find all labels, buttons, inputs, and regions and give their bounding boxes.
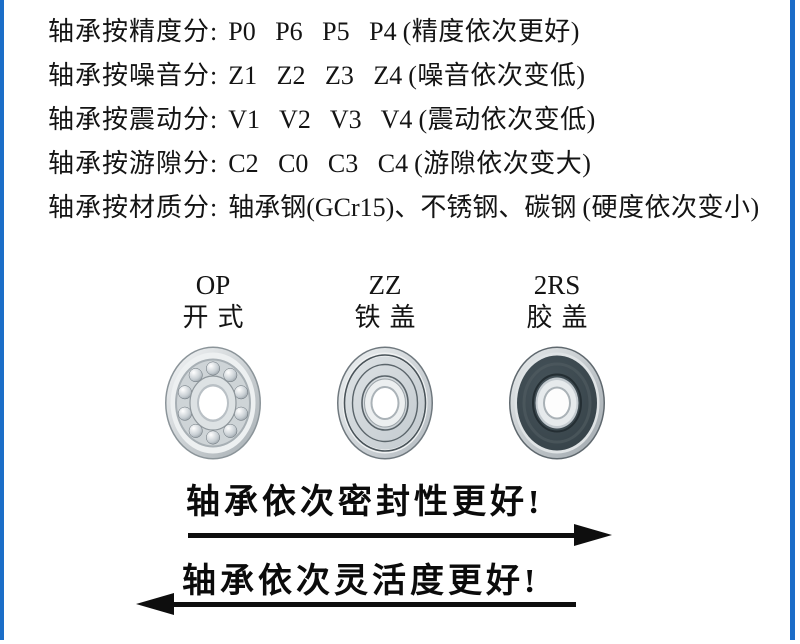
- sealing-annotation-text: 轴承依次密封性更好!: [186, 484, 544, 521]
- sealed-bearing-image: [509, 346, 605, 460]
- bearing-column-metal-shield: ZZ 铁盖: [317, 270, 453, 467]
- left-arrow: [136, 593, 576, 617]
- classification-row-precision: 轴承按精度分: P0 P6 P5 P4(精度依次更好): [48, 10, 780, 54]
- classification-row-vibration: 轴承按震动分: V1 V2 V3 V4(震动依次变低): [48, 98, 780, 142]
- flexibility-annotation-text: 轴承依次灵活度更好!: [182, 563, 540, 600]
- bearing-name-label: 开式: [182, 303, 253, 332]
- classification-codes: V1 V2 V3 V4: [228, 105, 413, 134]
- bearing-name-label: 铁盖: [354, 303, 425, 332]
- classification-codes: 轴承钢(GCr15)、不锈钢、碳钢: [228, 193, 577, 222]
- classification-note: (精度依次更好): [402, 17, 580, 46]
- bearing-column-rubber-seal: 2RS 胶盖: [489, 270, 625, 467]
- classification-label: 轴承按噪音分:: [48, 61, 219, 90]
- bearing-column-open: OP 开式: [145, 270, 281, 467]
- open-bearing-image: [165, 346, 261, 460]
- classification-codes: Z1 Z2 Z3 Z4: [228, 61, 403, 90]
- classification-label: 轴承按精度分:: [48, 17, 219, 46]
- classification-label: 轴承按游隙分:: [48, 149, 219, 178]
- classification-row-clearance: 轴承按游隙分: C2 C0 C3 C4(游隙依次变大): [48, 142, 780, 186]
- classification-codes: C2 C0 C3 C4: [228, 149, 409, 178]
- right-arrow-shaft: [188, 533, 578, 538]
- classification-row-material: 轴承按材质分: 轴承钢(GCr15)、不锈钢、碳钢(硬度依次变小): [48, 186, 780, 230]
- left-arrow-head-icon: [136, 593, 174, 615]
- classification-row-noise: 轴承按噪音分: Z1 Z2 Z3 Z4(噪音依次变低): [48, 54, 780, 98]
- classification-label: 轴承按材质分:: [48, 193, 219, 222]
- bearing-code-label: 2RS: [533, 270, 581, 300]
- classification-note: (游隙依次变大): [414, 149, 592, 178]
- classification-note: (硬度依次变小): [582, 193, 760, 222]
- left-border-bar: [0, 0, 4, 640]
- classification-label: 轴承按震动分:: [48, 105, 219, 134]
- left-arrow-shaft: [170, 602, 576, 607]
- classification-note: (震动依次变低): [418, 105, 596, 134]
- classification-codes: P0 P6 P5 P4: [228, 17, 397, 46]
- right-arrow: [188, 524, 612, 548]
- bearing-code-label: ZZ: [368, 270, 402, 300]
- bearing-code-label: OP: [195, 270, 231, 300]
- right-border-bar: [790, 0, 795, 640]
- classification-note: (噪音依次变低): [408, 61, 586, 90]
- classification-list: 轴承按精度分: P0 P6 P5 P4(精度依次更好) 轴承按噪音分: Z1 Z2 …: [48, 10, 780, 230]
- bearing-name-label: 胶盖: [526, 303, 597, 332]
- shielded-bearing-image: [337, 346, 433, 460]
- right-arrow-head-icon: [574, 524, 612, 546]
